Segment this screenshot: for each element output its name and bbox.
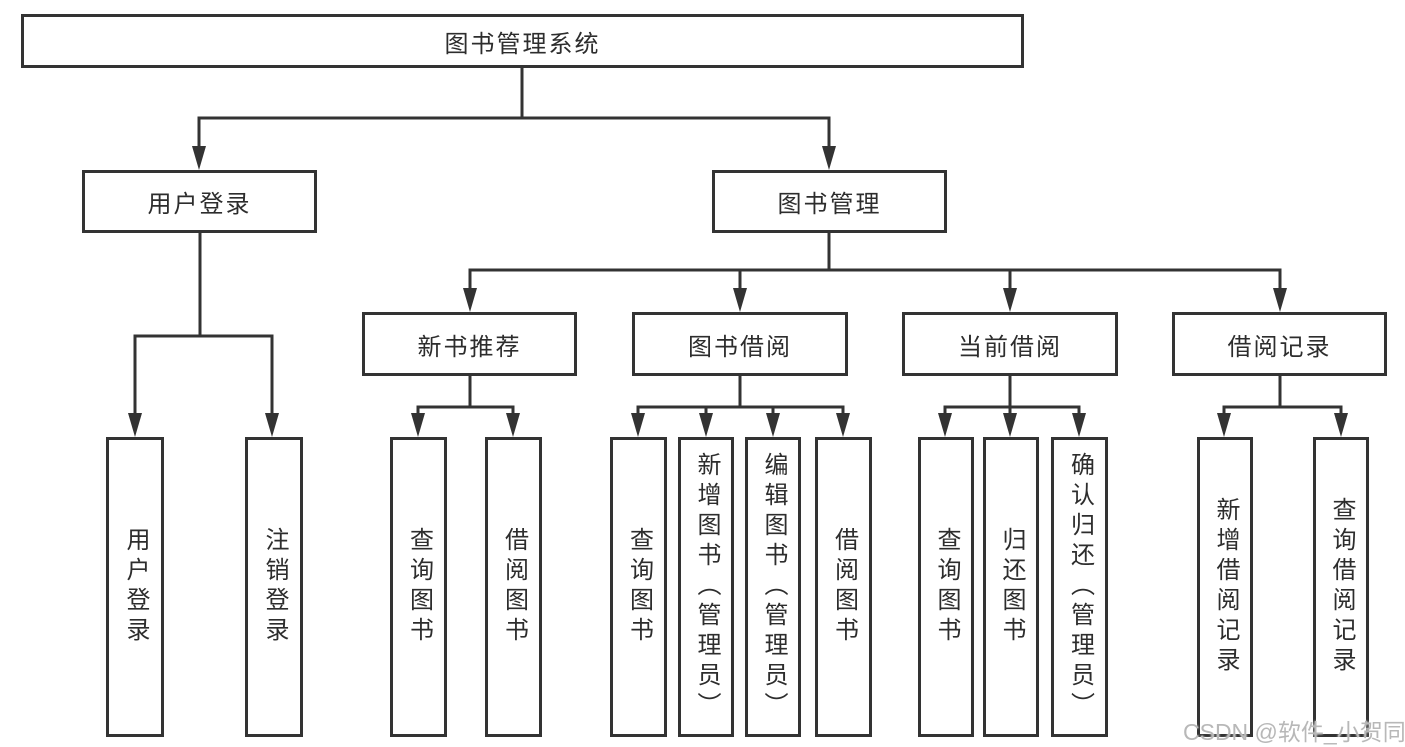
leaf-records-query-borrow-record: 查询借阅记录 [1313,437,1369,737]
leaf-recommend-borrow-books: 借阅图书 [485,437,542,737]
csdn-watermark: CSDN @软件_小贺同学 [1183,719,1405,745]
leaf-logout-login: 注销登录 [245,437,303,737]
node-book-borrowing: 图书借阅 [632,312,848,376]
node-book-management: 图书管理 [712,170,947,233]
leaf-current-confirm-return-admin: 确认归还（管理员） [1051,437,1108,737]
node-borrowing-records: 借阅记录 [1172,312,1387,376]
leaf-borrowing-borrow-books: 借阅图书 [815,437,872,737]
node-current-borrowing: 当前借阅 [902,312,1118,376]
leaf-current-return-books: 归还图书 [983,437,1039,737]
node-new-book-recommendation: 新书推荐 [362,312,577,376]
leaf-records-add-borrow-record: 新增借阅记录 [1197,437,1253,737]
leaf-borrowing-edit-books-admin: 编辑图书（管理员） [745,437,801,737]
node-library-management-system: 图书管理系统 [21,14,1024,68]
leaf-borrowing-add-books-admin: 新增图书（管理员） [678,437,734,737]
leaf-user-login: 用户登录 [106,437,164,737]
leaf-borrowing-query-books: 查询图书 [610,437,667,737]
leaf-recommend-query-books: 查询图书 [390,437,447,737]
leaf-current-query-books: 查询图书 [918,437,974,737]
node-user-login: 用户登录 [82,170,317,233]
